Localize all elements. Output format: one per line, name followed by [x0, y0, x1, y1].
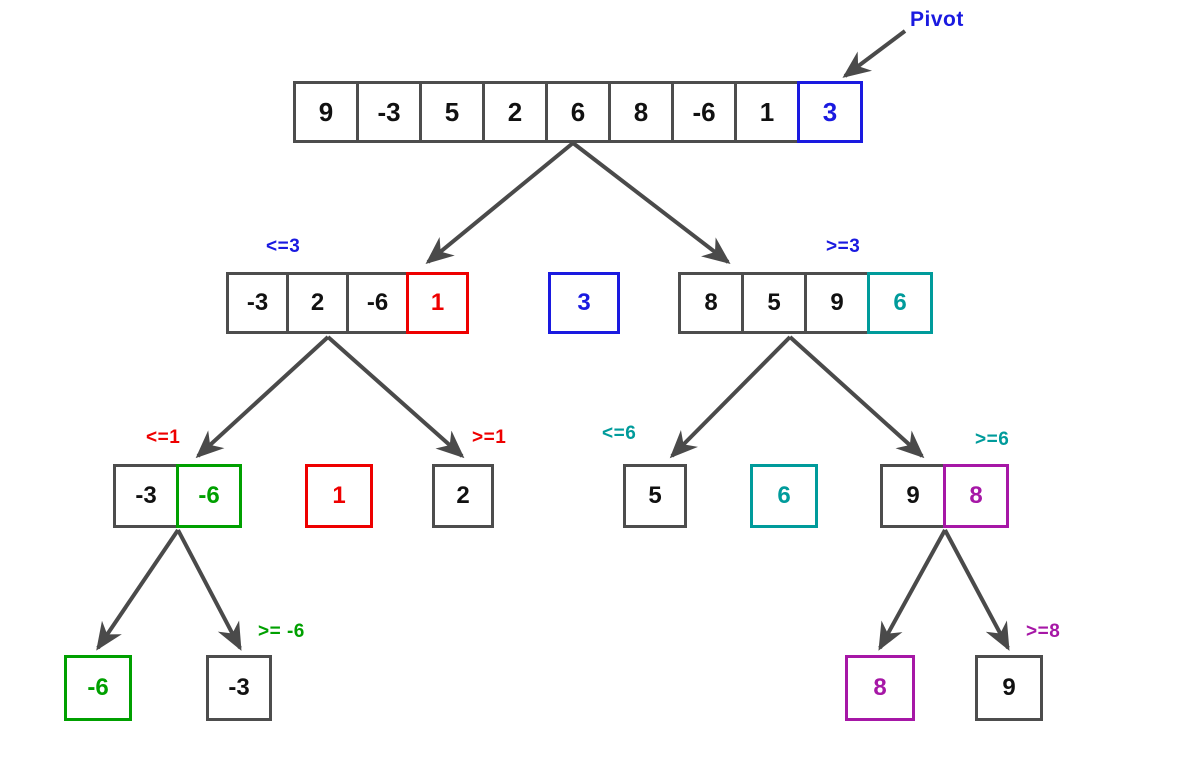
arrow-left-to-leftright	[326, 335, 465, 459]
array-node-left-right: 2	[432, 464, 494, 528]
arrow-right-to-rightleft	[669, 335, 792, 459]
comparison-label-ge8: >=8	[1026, 621, 1061, 642]
arrow-leftleft-to-minus3	[176, 529, 242, 651]
array-node-right-right: 9 8	[880, 464, 1009, 528]
array-cell-pivot[interactable]: 6	[750, 464, 818, 528]
arrow-rightright-to-8	[878, 529, 947, 651]
array-cell[interactable]: 9	[975, 655, 1043, 721]
comparison-label-ge6: >=6	[975, 429, 1010, 450]
array-cell[interactable]: -6	[671, 81, 737, 143]
array-node-left-partition: -3 2 -6 1	[226, 272, 469, 334]
array-cell-pivot[interactable]: 8	[845, 655, 915, 721]
arrow-rightright-to-9	[943, 529, 1010, 651]
array-cell[interactable]: -3	[206, 655, 272, 721]
comparison-label-le3: <=3	[266, 236, 301, 257]
comparison-label-le6: <=6	[602, 423, 637, 444]
array-cell[interactable]: 8	[608, 81, 674, 143]
array-cell[interactable]: 2	[286, 272, 349, 334]
comparison-label-ge1: >=1	[472, 427, 507, 448]
array-node-pivot-8: 8	[845, 655, 915, 721]
arrow-root-to-right	[571, 141, 731, 264]
array-node-leaf-minus3: -3	[206, 655, 272, 721]
arrow-right-to-rightright	[788, 335, 925, 459]
array-cell-pivot[interactable]: 8	[943, 464, 1009, 528]
array-cell[interactable]: -3	[356, 81, 422, 143]
array-node-right-partition: 8 5 9 6	[678, 272, 933, 334]
array-cell-pivot[interactable]: 3	[548, 272, 620, 334]
array-cell[interactable]: 2	[432, 464, 494, 528]
array-cell-pivot[interactable]: 3	[797, 81, 863, 143]
array-cell-pivot[interactable]: 1	[305, 464, 373, 528]
array-cell[interactable]: 6	[545, 81, 611, 143]
arrow-left-to-leftleft	[195, 335, 330, 459]
array-cell-pivot[interactable]: 1	[406, 272, 469, 334]
comparison-label-le1: <=1	[146, 427, 181, 448]
array-cell[interactable]: 5	[623, 464, 687, 528]
array-node-pivot-6: 6	[750, 464, 818, 528]
array-cell[interactable]: 9	[804, 272, 870, 334]
array-node-pivot-1: 1	[305, 464, 373, 528]
array-node-left-left: -3 -6	[113, 464, 242, 528]
array-node-pivot-3: 3	[548, 272, 620, 334]
array-cell[interactable]: -6	[346, 272, 409, 334]
array-node-right-left: 5	[623, 464, 687, 528]
array-node-root: 9 -3 5 2 6 8 -6 1 3	[293, 81, 863, 143]
array-cell-pivot[interactable]: -6	[176, 464, 242, 528]
array-cell[interactable]: 1	[734, 81, 800, 143]
array-cell[interactable]: 2	[482, 81, 548, 143]
comparison-label-ge3: >=3	[826, 236, 861, 257]
array-cell[interactable]: 9	[880, 464, 946, 528]
arrow-pivot-callout	[842, 29, 907, 78]
array-node-leaf-9: 9	[975, 655, 1043, 721]
arrow-leftleft-to-minus6	[96, 528, 180, 651]
comparison-label-ge-minus6: >= -6	[258, 621, 305, 642]
array-cell[interactable]: 8	[678, 272, 744, 334]
array-cell[interactable]: -3	[226, 272, 289, 334]
arrow-root-to-left	[425, 141, 575, 265]
array-cell[interactable]: 5	[419, 81, 485, 143]
array-node-pivot-minus6: -6	[64, 655, 132, 721]
array-cell[interactable]: 9	[293, 81, 359, 143]
array-cell-pivot[interactable]: 6	[867, 272, 933, 334]
array-cell[interactable]: -3	[113, 464, 179, 528]
array-cell[interactable]: 5	[741, 272, 807, 334]
pivot-label: Pivot	[910, 8, 964, 31]
array-cell-pivot[interactable]: -6	[64, 655, 132, 721]
